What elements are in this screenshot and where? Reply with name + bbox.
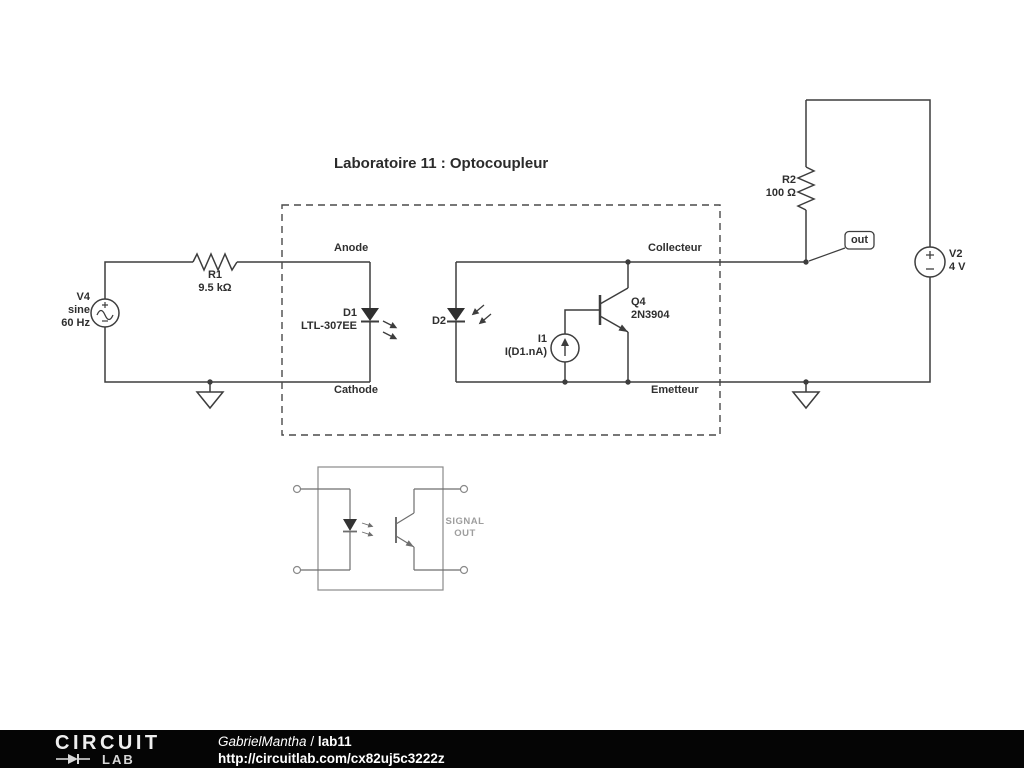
i1-name: I1 xyxy=(537,333,547,345)
resistor-r1 xyxy=(192,252,238,272)
q4-label: Q4 2N3904 xyxy=(631,296,670,322)
out-flag-label: out xyxy=(850,234,869,246)
current-source-i1 xyxy=(550,309,600,382)
ground-symbol-left xyxy=(195,382,225,410)
ground-symbol-right xyxy=(791,382,821,410)
voltage-source-v4 xyxy=(90,298,120,328)
logo-lab-text: LAB xyxy=(102,751,135,767)
circuitlab-logo: CIRCUIT xyxy=(55,732,161,754)
signal-out-label: SIGNAL OUT xyxy=(442,516,488,540)
i1-label: I1 I(D1.nA) xyxy=(468,333,547,359)
d2-label: D2 xyxy=(431,315,446,327)
footer-separator: / xyxy=(306,734,318,749)
emitter-label: Emetteur xyxy=(651,384,699,396)
v2-label: V2 4 V xyxy=(949,248,966,274)
v4-frequency: 60 Hz xyxy=(61,317,90,329)
r2-label: R2 100 Ω xyxy=(724,174,796,200)
inset-led-icon xyxy=(343,519,357,531)
r2-name: R2 xyxy=(781,174,796,186)
r1-value: 9.5 kΩ xyxy=(198,282,232,294)
d1-value: LTL-307EE xyxy=(300,320,357,332)
page-title: Laboratoire 11 : Optocoupleur xyxy=(334,155,549,172)
signal-line2: OUT xyxy=(454,528,476,539)
cathode-label: Cathode xyxy=(334,384,378,396)
q4-value: 2N3904 xyxy=(631,309,670,321)
circuitlab-logo-line2: LAB xyxy=(56,752,135,766)
photodiode-d2 xyxy=(447,262,492,382)
footer-project-line: GabrielMantha / lab11 xyxy=(218,734,352,750)
v4-type: sine xyxy=(67,304,90,316)
dashed-enclosure xyxy=(281,204,721,436)
collector-label: Collecteur xyxy=(648,242,702,254)
v4-label: V4 sine 60 Hz xyxy=(36,291,90,330)
resistor-r2 xyxy=(796,100,816,262)
junction-dots xyxy=(207,259,809,385)
v2-name: V2 xyxy=(949,248,963,260)
footer-project-name: lab11 xyxy=(317,734,352,749)
wire-top-right xyxy=(806,99,931,247)
r1-name: R1 xyxy=(207,269,223,281)
r1-label: R1 9.5 kΩ xyxy=(178,269,252,295)
i1-value: I(D1.nA) xyxy=(504,346,547,358)
v4-name: V4 xyxy=(76,291,90,303)
footer-url[interactable]: http://circuitlab.com/cx82uj5c3222z xyxy=(218,751,445,766)
node-flag-out xyxy=(808,230,875,262)
footer-author: GabrielMantha xyxy=(218,734,307,749)
anode-label: Anode xyxy=(334,242,369,254)
footer-bar xyxy=(0,730,1024,768)
d1-name: D1 xyxy=(342,307,357,319)
diode-logo-icon xyxy=(56,754,90,764)
v2-value: 4 V xyxy=(949,261,966,273)
voltage-source-v2 xyxy=(806,246,946,383)
transistor-q4 xyxy=(598,262,629,382)
d1-label: D1 LTL-307EE xyxy=(278,307,357,333)
r2-value: 100 Ω xyxy=(765,187,796,199)
wire-right-rails xyxy=(456,261,806,383)
optocoupler-package-inset xyxy=(292,466,469,591)
signal-line1: SIGNAL xyxy=(445,516,485,527)
led-d1 xyxy=(361,308,398,340)
q4-name: Q4 xyxy=(631,296,646,308)
